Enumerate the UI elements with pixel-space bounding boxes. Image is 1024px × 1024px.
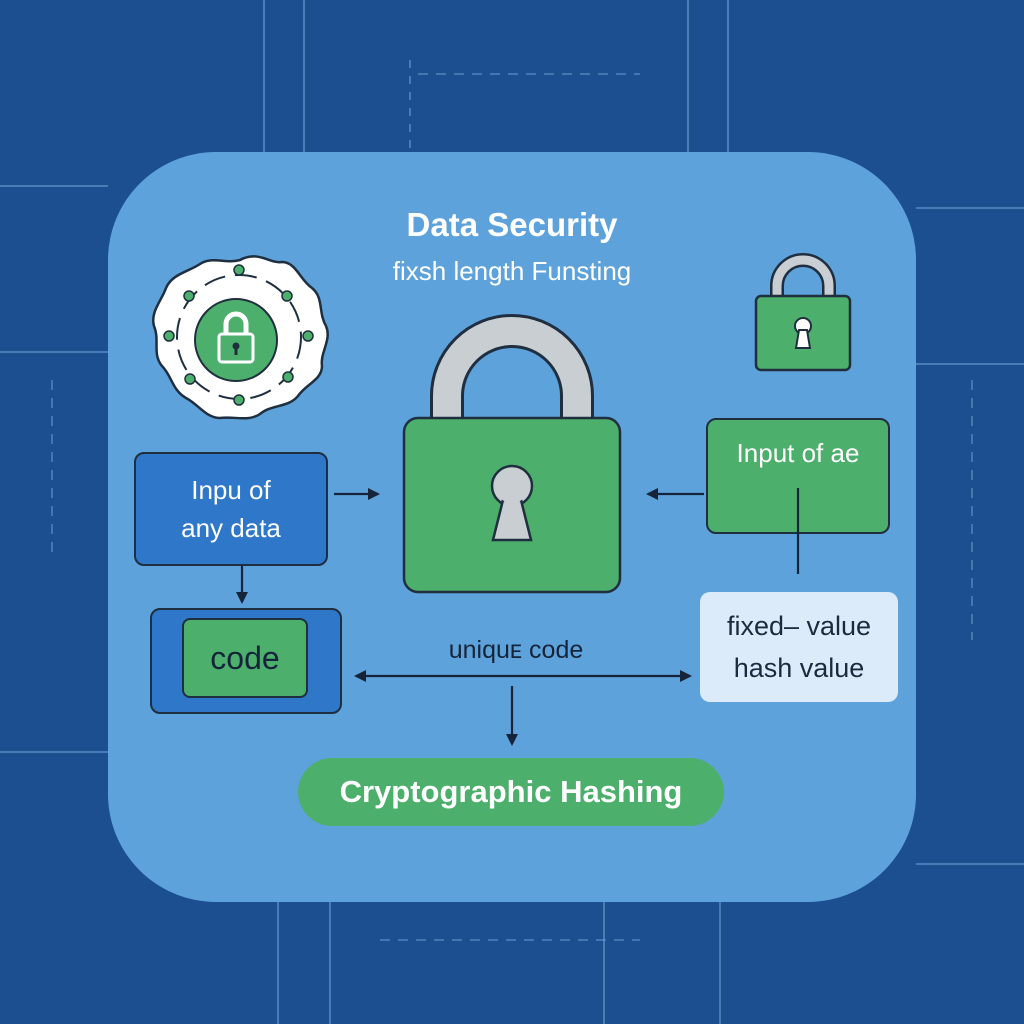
- hash-value-line2: hash value: [733, 653, 865, 683]
- diagram-subtitle: fixsh length Funsting: [392, 256, 632, 286]
- input-right-label: Input of ae: [736, 438, 860, 468]
- unique-code-label: uniquᴇ code: [448, 636, 584, 664]
- input-data-box: Inpu of any data: [134, 452, 328, 566]
- cryptographic-hashing-label: Cryptographic Hashing: [339, 774, 683, 809]
- hash-value-box: fixed– value hash value: [700, 592, 898, 702]
- cryptographic-hashing-pill: Cryptographic Hashing: [298, 758, 724, 826]
- input-data-line1: Inpu of: [191, 475, 271, 505]
- code-label: code: [210, 639, 280, 676]
- code-box: code: [182, 618, 308, 698]
- diagram-title: Data Security: [406, 206, 618, 243]
- input-data-line2: any data: [181, 513, 281, 543]
- hash-value-line1: fixed– value: [726, 611, 872, 641]
- input-right-box: Input of ae: [706, 418, 890, 534]
